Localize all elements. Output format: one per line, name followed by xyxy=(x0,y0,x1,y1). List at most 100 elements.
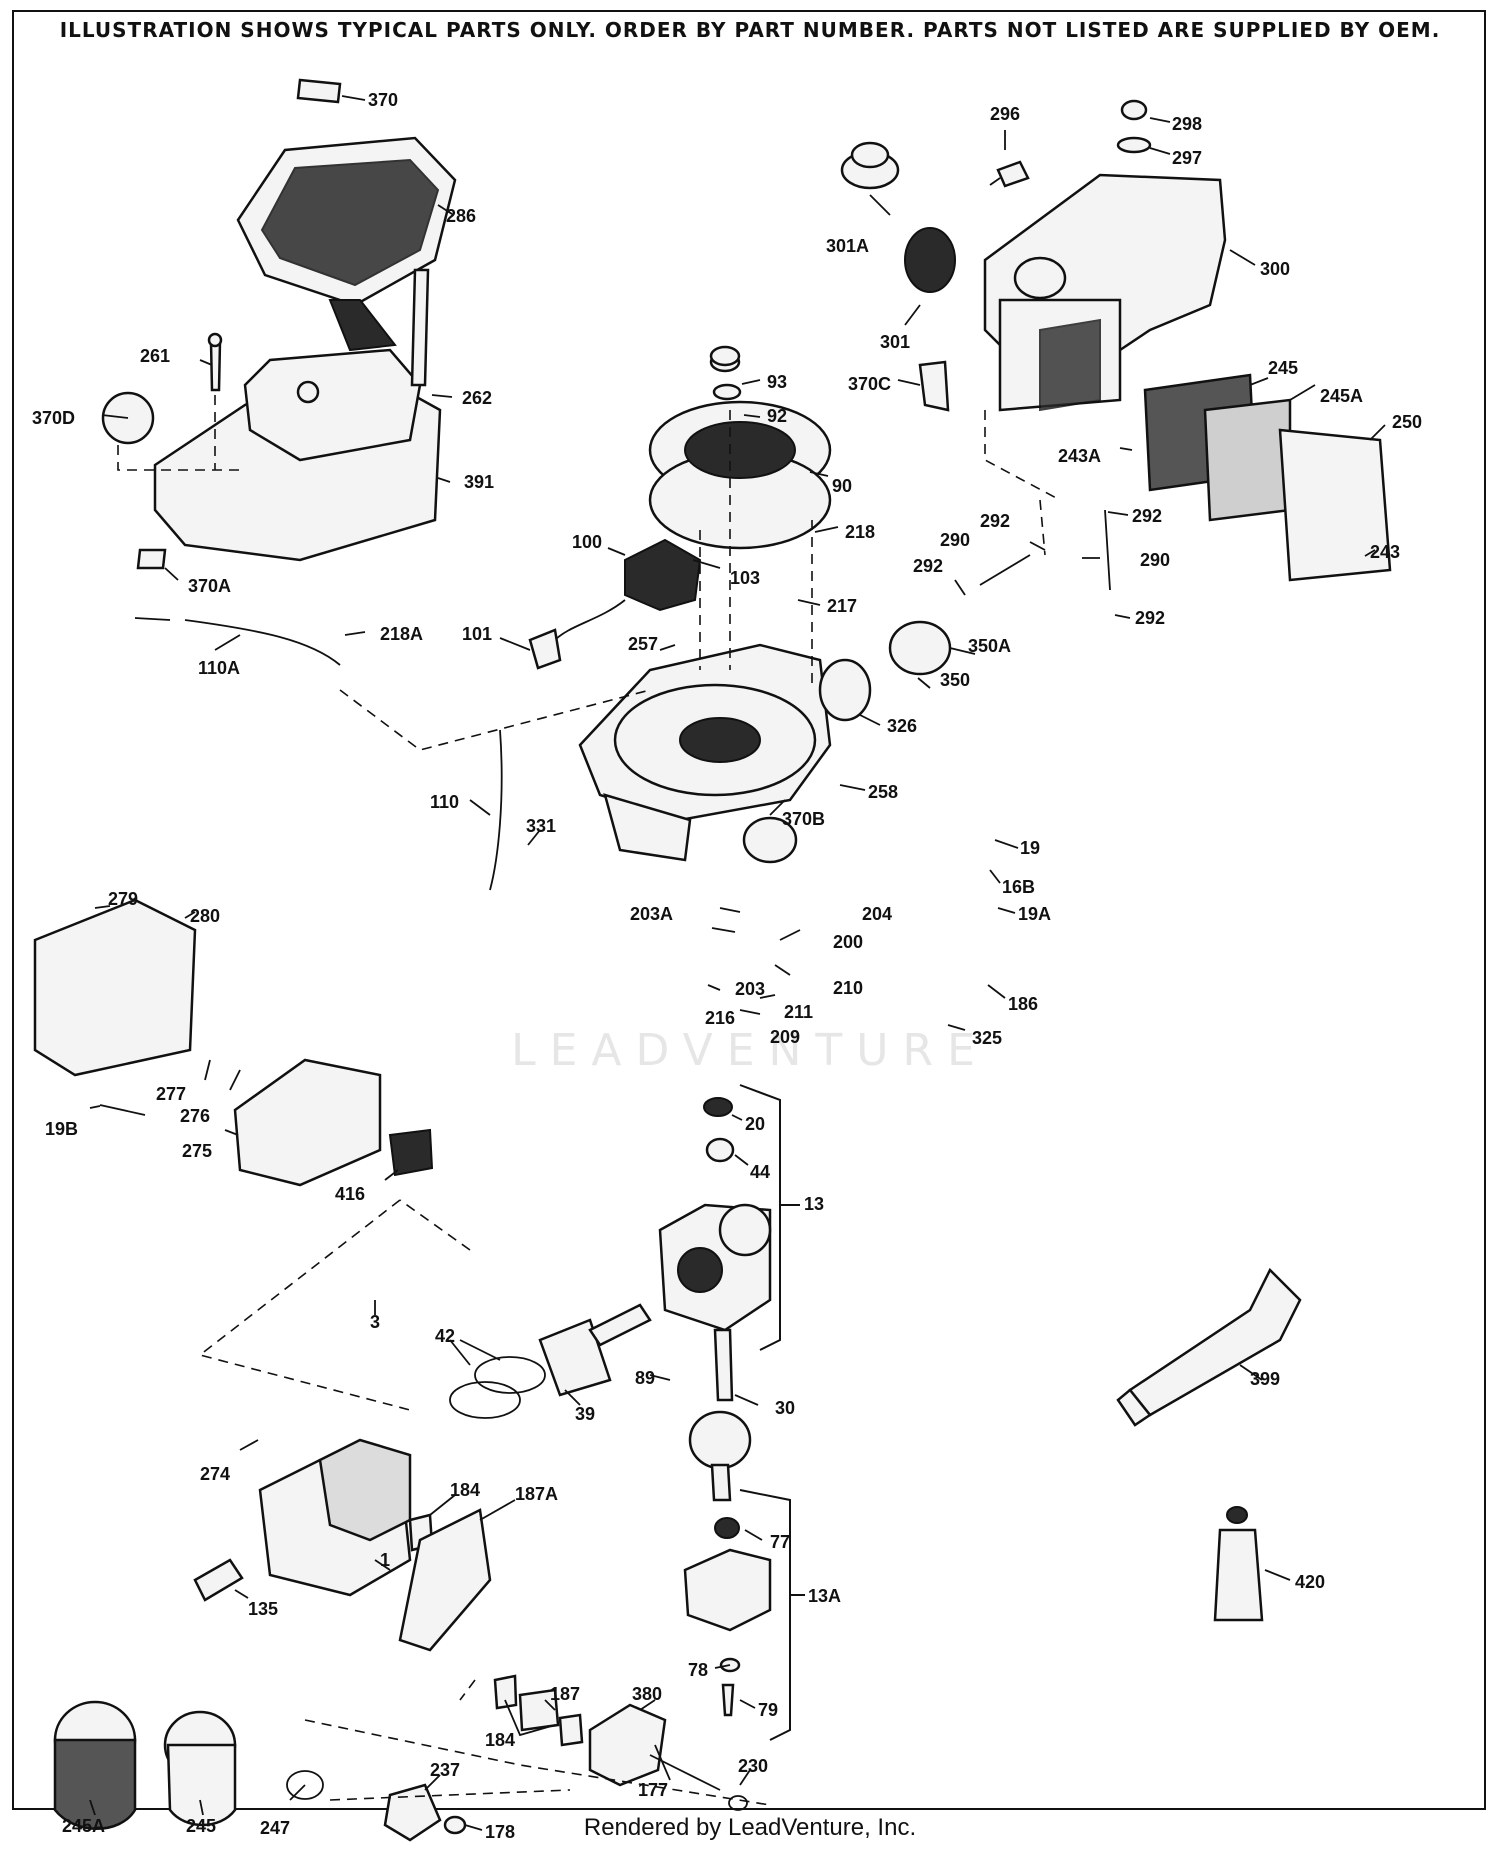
crankcase-13A-shape xyxy=(683,1517,772,1632)
part-label: 326 xyxy=(887,716,917,736)
part-label: 178 xyxy=(485,1822,515,1842)
ring-247-shape xyxy=(286,1770,324,1800)
part-label: 216 xyxy=(705,1008,735,1028)
part-label: 187A xyxy=(515,1484,558,1504)
part-label: 420 xyxy=(1295,1572,1325,1592)
rings-42-shape xyxy=(449,1356,546,1419)
part-label: 258 xyxy=(868,782,898,802)
part-label: 89 xyxy=(635,1368,655,1388)
part-label: 211 xyxy=(784,1002,813,1022)
part-label: 261 xyxy=(140,346,170,366)
washer-92-shape xyxy=(712,383,742,401)
part-label: 218A xyxy=(380,624,423,644)
part-label: 243 xyxy=(1370,542,1400,562)
footer-credit: Rendered by LeadVenture, Inc. xyxy=(583,1814,917,1841)
part-label: 298 xyxy=(1172,114,1202,134)
fuel-tank-300-shape xyxy=(983,173,1227,412)
insulator-187-shape xyxy=(518,1688,560,1732)
part-label: 79 xyxy=(758,1700,778,1720)
air-filter-245A-bottom-shape xyxy=(53,1700,137,1830)
heat-shield-187A-shape xyxy=(398,1508,492,1652)
label-decal-shape xyxy=(296,78,342,104)
part-label: 203 xyxy=(735,979,765,999)
part-label: 276 xyxy=(180,1106,210,1126)
carburetor-380-shape xyxy=(588,1703,667,1787)
part-label: 290 xyxy=(940,530,970,550)
crankshaft-30-shape xyxy=(688,1328,752,1502)
blower-housing-shape xyxy=(153,299,442,562)
part-label: 280 xyxy=(190,906,220,926)
diagram-frame xyxy=(12,10,1486,1810)
flywheel-shape xyxy=(648,400,832,550)
spark-plug-135-shape xyxy=(193,1558,244,1602)
piston-39-shape xyxy=(538,1303,652,1397)
part-label: 370D xyxy=(32,408,75,428)
part-label: 300 xyxy=(1260,259,1290,279)
part-labels: 370 286 261 262 370D 391 370A 110A 218A … xyxy=(32,90,1422,1842)
part-label: 100 xyxy=(572,532,602,552)
part-label: 301 xyxy=(880,332,910,352)
filter-screen-245A-shape xyxy=(1203,398,1292,522)
screw-79-shape xyxy=(721,1683,735,1717)
seal-20-shape xyxy=(703,1097,733,1117)
part-label: 274 xyxy=(200,1464,230,1484)
part-label: 103 xyxy=(730,568,760,588)
part-label: 16B xyxy=(1002,877,1035,897)
part-label: 19B xyxy=(45,1119,78,1139)
part-label: 257 xyxy=(628,634,658,654)
air-cleaner-cover-250-shape xyxy=(1278,428,1392,582)
part-label: 391 xyxy=(464,472,494,492)
part-label: 217 xyxy=(827,596,857,616)
air-filter-245-bottom-shape xyxy=(163,1710,237,1827)
part-label: 3 xyxy=(370,1312,380,1332)
crankcase-258-shape xyxy=(578,643,832,862)
nut-298-shape xyxy=(1120,99,1148,121)
part-label: 297 xyxy=(1172,148,1202,168)
part-label: 370A xyxy=(188,576,231,596)
part-label: 292 xyxy=(1135,608,1165,628)
part-label: 262 xyxy=(462,388,492,408)
part-label: 237 xyxy=(430,1760,460,1780)
part-label: 416 xyxy=(335,1184,365,1204)
part-label: 39 xyxy=(575,1404,595,1424)
part-label: 77 xyxy=(770,1532,790,1552)
part-label: 296 xyxy=(990,104,1020,124)
part-label: 350A xyxy=(968,636,1011,656)
part-label: 210 xyxy=(833,978,863,998)
throttle-cable-110-shape xyxy=(489,729,503,891)
part-label: 380 xyxy=(632,1684,662,1704)
part-label: 230 xyxy=(738,1756,768,1776)
adapter-237-shape xyxy=(383,1783,442,1842)
part-label: 135 xyxy=(248,1599,278,1619)
part-label: 277 xyxy=(156,1084,186,1104)
nut-93-shape xyxy=(709,345,741,373)
part-label: 78 xyxy=(688,1660,708,1680)
filter-296-shape xyxy=(989,160,1030,188)
part-label: 331 xyxy=(526,816,556,836)
part-label: 19A xyxy=(1018,904,1051,924)
part-label: 184 xyxy=(450,1480,480,1500)
part-label: 245A xyxy=(1320,386,1363,406)
part-label: 350 xyxy=(940,670,970,690)
part-label: 30 xyxy=(775,1398,795,1418)
part-label: 245A xyxy=(62,1816,105,1836)
part-label: 245 xyxy=(1268,358,1298,378)
part-label: 247 xyxy=(260,1818,290,1838)
part-label: 44 xyxy=(750,1162,770,1182)
part-label: 13A xyxy=(808,1586,841,1606)
part-label: 290 xyxy=(1140,550,1170,570)
gasket-184b-shape xyxy=(493,1674,584,1747)
part-label: 243A xyxy=(1058,446,1101,466)
decal-370C xyxy=(918,360,950,412)
part-label: 92 xyxy=(767,406,787,426)
part-label: 110 xyxy=(430,792,459,812)
blower-housing-grille-shape xyxy=(236,136,457,307)
part-label: 301A xyxy=(826,236,869,256)
cylinder-13-shape xyxy=(658,1203,772,1332)
part-label: 19 xyxy=(1020,838,1040,858)
muffler-275-shape xyxy=(233,1058,382,1187)
part-label: 1 xyxy=(380,1550,390,1570)
part-label: 93 xyxy=(767,372,787,392)
muffler-guard-280-shape xyxy=(33,898,197,1077)
